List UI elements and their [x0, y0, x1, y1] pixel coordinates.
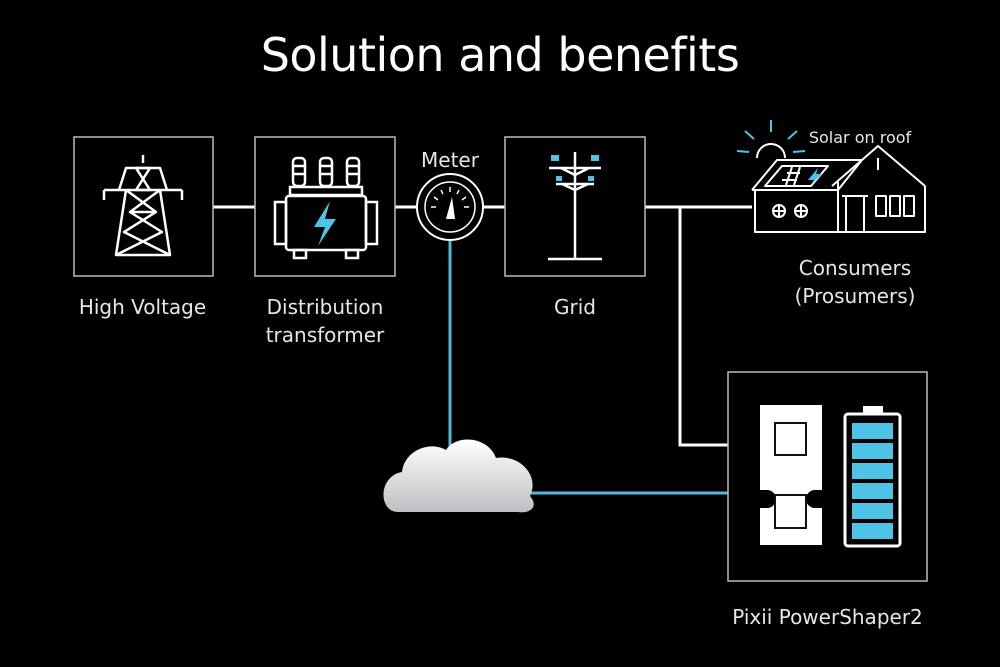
battery-icon	[843, 406, 902, 548]
distribution-label-line2: transformer	[265, 323, 385, 347]
solar-label: Solar on roof	[808, 128, 912, 147]
cloud-icon	[383, 439, 534, 513]
transformer-icon	[273, 156, 379, 260]
lightning-icon	[314, 201, 336, 246]
diagram-title: Solution and benefits	[260, 28, 740, 82]
distribution-label-line1: Distribution	[266, 295, 384, 319]
consumers-label: Consumers (Prosumers)	[760, 254, 950, 310]
high-voltage-label: High Voltage	[78, 295, 207, 319]
grid-box	[504, 136, 646, 277]
transformer-box	[254, 136, 396, 277]
powershaper-label: Pixii PowerShaper2	[732, 605, 923, 629]
pylon-icon	[102, 155, 184, 257]
utility-pole-icon	[548, 152, 602, 261]
meter-label: Meter	[421, 148, 479, 172]
high-voltage-box	[73, 136, 214, 277]
inverter-icon	[760, 405, 822, 545]
consumers-label-line2: (Prosumers)	[794, 284, 916, 308]
data-links	[448, 240, 728, 495]
powershaper-box	[727, 371, 928, 582]
power-lines	[213, 205, 752, 447]
consumers-label-line1: Consumers	[798, 256, 912, 280]
house-icon	[736, 120, 926, 233]
grid-label: Grid	[554, 295, 596, 319]
distribution-label: Distribution transformer	[240, 293, 410, 349]
meter-icon	[416, 173, 484, 241]
